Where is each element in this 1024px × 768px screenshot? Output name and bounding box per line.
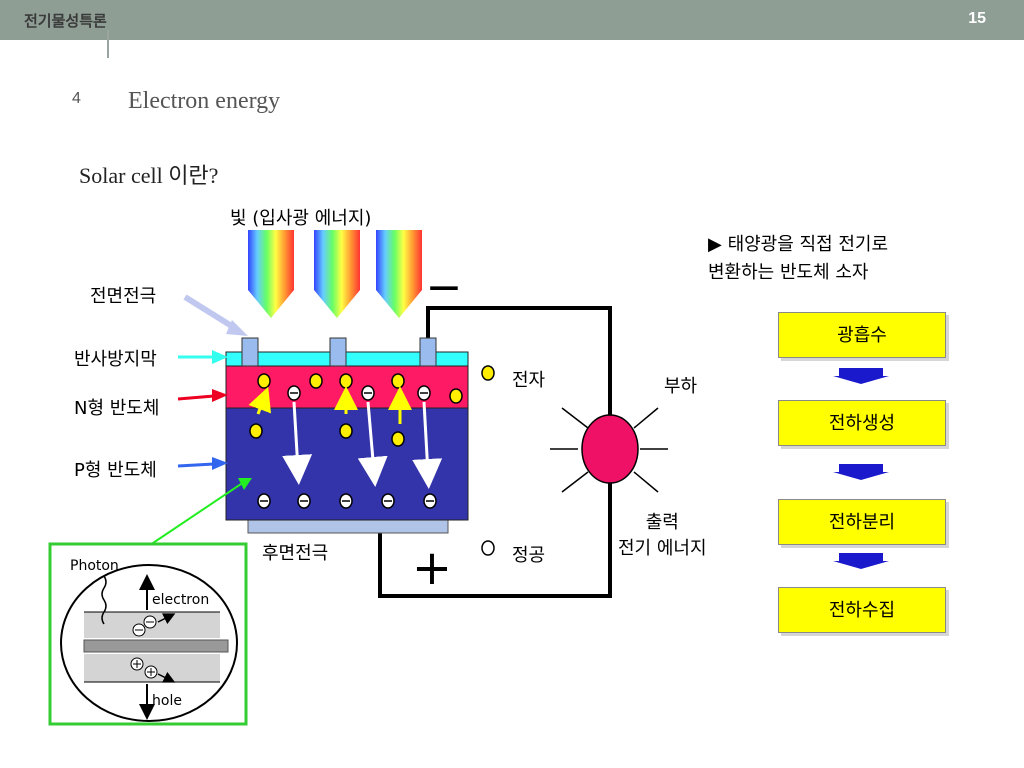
p-type-label: P형 반도체 (74, 460, 157, 481)
step-charge-collection: 전하수집 (778, 587, 946, 633)
front-electrode-pointer (183, 294, 240, 333)
load-label: 부하 (664, 376, 698, 397)
antireflection-label: 반사방지막 (74, 349, 157, 370)
header-bar: 전기물성특론 15 (0, 0, 1024, 40)
electrons-n (257, 373, 463, 404)
back-electrode (247, 518, 449, 534)
inset-photon-label: Photon (70, 558, 119, 574)
electron-legend-marker (481, 365, 495, 381)
front-electrode-finger (329, 337, 347, 367)
step-charge-separation: 전하분리 (778, 499, 946, 545)
output-label: 출력 전기 에너지 (618, 512, 707, 559)
positive-terminal: + (412, 540, 452, 596)
light-beams (248, 230, 422, 318)
section-title: Electron energy (128, 88, 281, 114)
photon-inset: Photon electron hole (48, 542, 248, 726)
electrons-p (249, 423, 405, 447)
load-bulb (550, 407, 668, 493)
inset-hole-label: hole (152, 693, 182, 709)
negative-terminal: − (426, 262, 463, 313)
front-electrode-finger (419, 337, 437, 367)
header-divider (107, 30, 109, 58)
course-title: 전기물성특론 (24, 12, 107, 30)
light-beam (376, 230, 422, 318)
antireflection-layer (225, 351, 469, 367)
section-number: 4 (72, 90, 81, 107)
electron-drift-arrows (248, 386, 412, 424)
hole-legend-marker (481, 540, 495, 556)
hole-drift-arrows (282, 401, 443, 489)
slide-subtitle: Solar cell 이란? (79, 163, 219, 188)
p-type-pointer (177, 462, 215, 468)
hole-label: 정공 (512, 545, 546, 566)
front-electrode-label: 전면전극 (90, 286, 157, 307)
inset-electron-label: electron (152, 592, 209, 608)
step-arrow-icon (833, 464, 889, 480)
light-label: 빛 (입사광 에너지) (230, 208, 372, 229)
circuit-wire (378, 306, 612, 598)
n-type-label: N형 반도체 (74, 398, 160, 419)
description-text: ▶ 태양광을 직접 전기로 변환하는 반도체 소자 (708, 234, 889, 283)
step-arrow-icon (833, 553, 889, 569)
step-arrow-icon (833, 368, 889, 384)
step-charge-generation: 전하생성 (778, 400, 946, 446)
electron-label: 전자 (512, 370, 546, 391)
light-beam (314, 230, 360, 318)
holes-p (257, 493, 437, 509)
front-electrode-finger (241, 337, 259, 367)
back-electrode-label: 후면전극 (262, 543, 329, 564)
inset-pointer (149, 481, 245, 546)
step-light-absorption: 광흡수 (778, 312, 946, 358)
page-number: 15 (968, 10, 986, 27)
light-beam (248, 230, 294, 318)
n-type-pointer (177, 394, 215, 401)
